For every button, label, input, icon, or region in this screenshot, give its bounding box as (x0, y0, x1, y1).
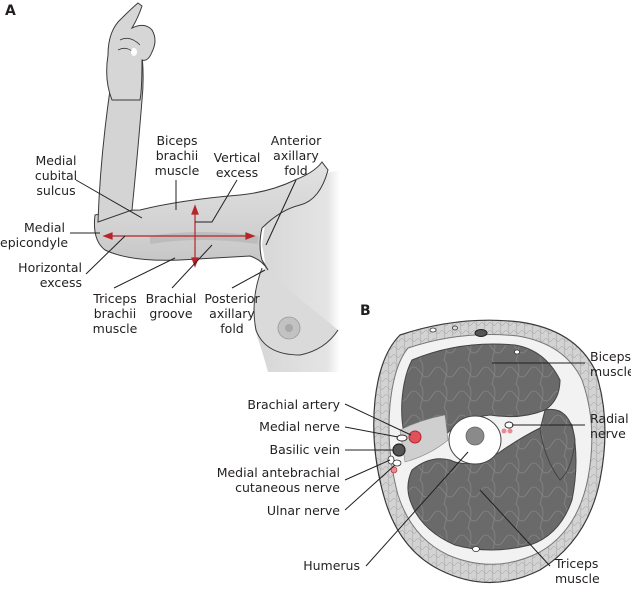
basilic-vein-vessel (392, 443, 406, 457)
nipple (285, 324, 293, 332)
leader-triceps-muscle (479, 489, 551, 567)
panel-a-illustration (70, 2, 340, 372)
label-vertical-excess: Vertical excess (213, 150, 261, 180)
radial-nerve-vessel (504, 421, 514, 429)
label-medial-nerve: Medial nerve (259, 419, 340, 434)
leader-anterior-axillary-fold (265, 179, 297, 246)
label-radial-nerve: Radial nerve (590, 411, 629, 441)
label-biceps-muscle: Biceps muscle (590, 349, 631, 379)
leader-ulnar-nerve (344, 464, 396, 511)
measurement-arrows (102, 204, 256, 268)
label-brachial-groove: Brachial groove (145, 291, 197, 321)
leader-humerus (365, 451, 469, 567)
humerus-marrow (465, 426, 485, 446)
panel-letter-b: B (360, 303, 371, 319)
label-humerus: Humerus (303, 558, 360, 573)
label-ulnar-nerve: Ulnar nerve (266, 503, 340, 518)
medial-nerve-vessel (396, 434, 408, 442)
label-biceps-brachii-muscle: Biceps brachii muscle (154, 133, 200, 178)
panel-letter-a: A (5, 3, 16, 19)
breast (253, 267, 339, 356)
label-horizontal-excess: Horizontal excess (18, 260, 82, 290)
leader-vertical-excess (195, 179, 238, 223)
label-triceps-brachii-muscle: Triceps brachii muscle (92, 291, 138, 336)
panel-b-illustration (344, 319, 606, 583)
label-posterior-axillary-fold: Posterior axillary fold (204, 291, 260, 336)
hand (106, 2, 156, 101)
leader-medial-nerve (344, 426, 399, 438)
leader-horizontal-excess (85, 235, 126, 275)
label-medial-cubital-sulcus: Medial cubital sulcus (34, 153, 78, 198)
label-medial-epicondyle: Medial epicondyle (0, 220, 69, 250)
leader-medial-cubital-sulcus (75, 179, 143, 219)
label-medial-antebrachial-cutaneous-nerve: Medial antebrachial cutaneous nerve (216, 465, 340, 495)
label-anterior-axillary-fold: Anterior axillary fold (270, 133, 322, 178)
leader-medial-antebrachial-cutaneous-nerve (344, 459, 391, 481)
leader-brachial-artery (344, 403, 412, 436)
label-triceps-muscle: Triceps muscle (555, 556, 600, 586)
label-brachial-artery: Brachial artery (247, 397, 340, 412)
leader-triceps-brachii (113, 257, 176, 289)
brachial-artery-vessel (408, 430, 422, 444)
leader-brachial-groove (171, 244, 213, 289)
leader-posterior-axillary-fold (231, 269, 266, 289)
label-basilic-vein: Basilic vein (269, 442, 341, 457)
